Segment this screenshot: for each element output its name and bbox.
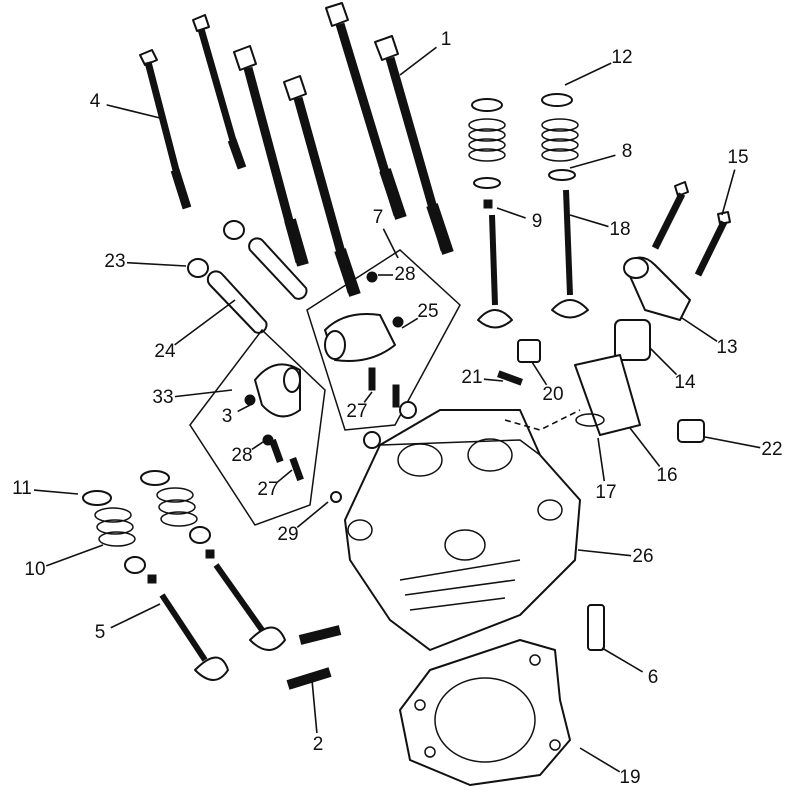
leader-line-21 <box>483 378 504 382</box>
callout-label-8: 8 <box>622 141 633 162</box>
callout-label-14: 14 <box>674 372 696 393</box>
leader-line-33 <box>174 389 233 398</box>
head-gasket <box>399 639 571 786</box>
leader-line-27 <box>276 469 293 483</box>
callout-label-9: 9 <box>532 211 543 232</box>
bolt-2 <box>192 14 247 170</box>
callout-label-25: 25 <box>417 301 438 322</box>
callout-label-19: 19 <box>619 767 640 788</box>
callout-label-15: 15 <box>727 147 748 168</box>
spring-set-left-2 <box>140 470 286 651</box>
leader-line-23 <box>126 261 187 267</box>
leader-line-4 <box>106 104 161 119</box>
callout-label-6: 6 <box>648 667 659 688</box>
spring-set-right-1 <box>468 98 513 329</box>
leader-line-16 <box>629 427 661 467</box>
callout-label-17: 17 <box>595 482 616 503</box>
leader-line-20 <box>531 361 548 386</box>
bolt-1 <box>139 49 192 210</box>
callout-label-16: 16 <box>656 465 677 486</box>
leader-line-22 <box>704 436 761 449</box>
spring-set-left-1 <box>82 490 229 681</box>
leader-line-19 <box>579 747 621 773</box>
leader-line-29 <box>296 501 329 528</box>
callout-label-33: 33 <box>152 387 173 408</box>
leader-line-26 <box>577 549 632 557</box>
callout-label-28: 28 <box>231 445 252 466</box>
leader-line-9 <box>496 207 526 219</box>
callout-label-27: 27 <box>346 401 367 422</box>
leader-line-8 <box>569 154 616 169</box>
leader-line-24 <box>174 299 236 346</box>
callout-label-2: 2 <box>313 734 324 755</box>
callout-label-13: 13 <box>716 337 737 358</box>
leader-line-18 <box>569 214 609 228</box>
thermostat-group <box>497 256 705 651</box>
callout-label-20: 20 <box>542 384 563 405</box>
callout-label-4: 4 <box>90 91 101 112</box>
rocker-assembly-7 <box>306 249 461 431</box>
callout-label-29: 29 <box>277 524 298 545</box>
valve-train <box>82 93 589 681</box>
callout-label-18: 18 <box>609 219 630 240</box>
rocker-assembly-33 <box>189 328 326 526</box>
studs <box>286 625 342 690</box>
cylinder-head <box>330 401 581 651</box>
callout-label-26: 26 <box>632 546 653 567</box>
head-bolts <box>139 2 731 297</box>
bolt-3 <box>233 45 309 267</box>
bolt-15a <box>651 181 689 250</box>
callout-label-24: 24 <box>154 341 176 362</box>
bolt-5 <box>325 2 407 220</box>
callout-label-27: 27 <box>257 479 278 500</box>
dashed-guide <box>504 409 581 431</box>
leader-line-3 <box>237 403 253 413</box>
leader-line-12 <box>564 62 612 86</box>
callout-label-21: 21 <box>461 367 482 388</box>
callout-label-23: 23 <box>104 251 125 272</box>
leader-line-17 <box>597 437 606 482</box>
bolt-15b <box>694 211 731 277</box>
leader-line-7 <box>382 228 399 259</box>
callout-label-10: 10 <box>24 559 45 580</box>
callout-label-5: 5 <box>95 622 106 643</box>
leader-line-13 <box>681 317 718 343</box>
leader-line-6 <box>601 647 644 673</box>
callout-label-3: 3 <box>222 406 233 427</box>
leader-line-27 <box>363 391 373 403</box>
leader-line-11 <box>33 489 79 495</box>
bolt-6 <box>374 35 454 255</box>
callout-label-12: 12 <box>611 47 632 68</box>
leader-line-1 <box>399 46 437 76</box>
bolt-4 <box>283 75 361 297</box>
callout-label-1: 1 <box>441 29 452 50</box>
leader-line-5 <box>110 603 161 629</box>
callout-label-22: 22 <box>761 439 782 460</box>
callout-label-28: 28 <box>394 264 415 285</box>
spring-set-right-2 <box>541 93 589 319</box>
leader-line-28 <box>251 439 267 451</box>
callout-label-7: 7 <box>373 207 384 228</box>
leader-line-10 <box>45 544 104 567</box>
callout-label-11: 11 <box>12 478 32 499</box>
leader-line-14 <box>649 347 678 376</box>
leader-line-15 <box>721 169 736 216</box>
leader-line-2 <box>311 679 318 734</box>
leader-line-25 <box>401 317 419 329</box>
dowels <box>187 220 308 334</box>
